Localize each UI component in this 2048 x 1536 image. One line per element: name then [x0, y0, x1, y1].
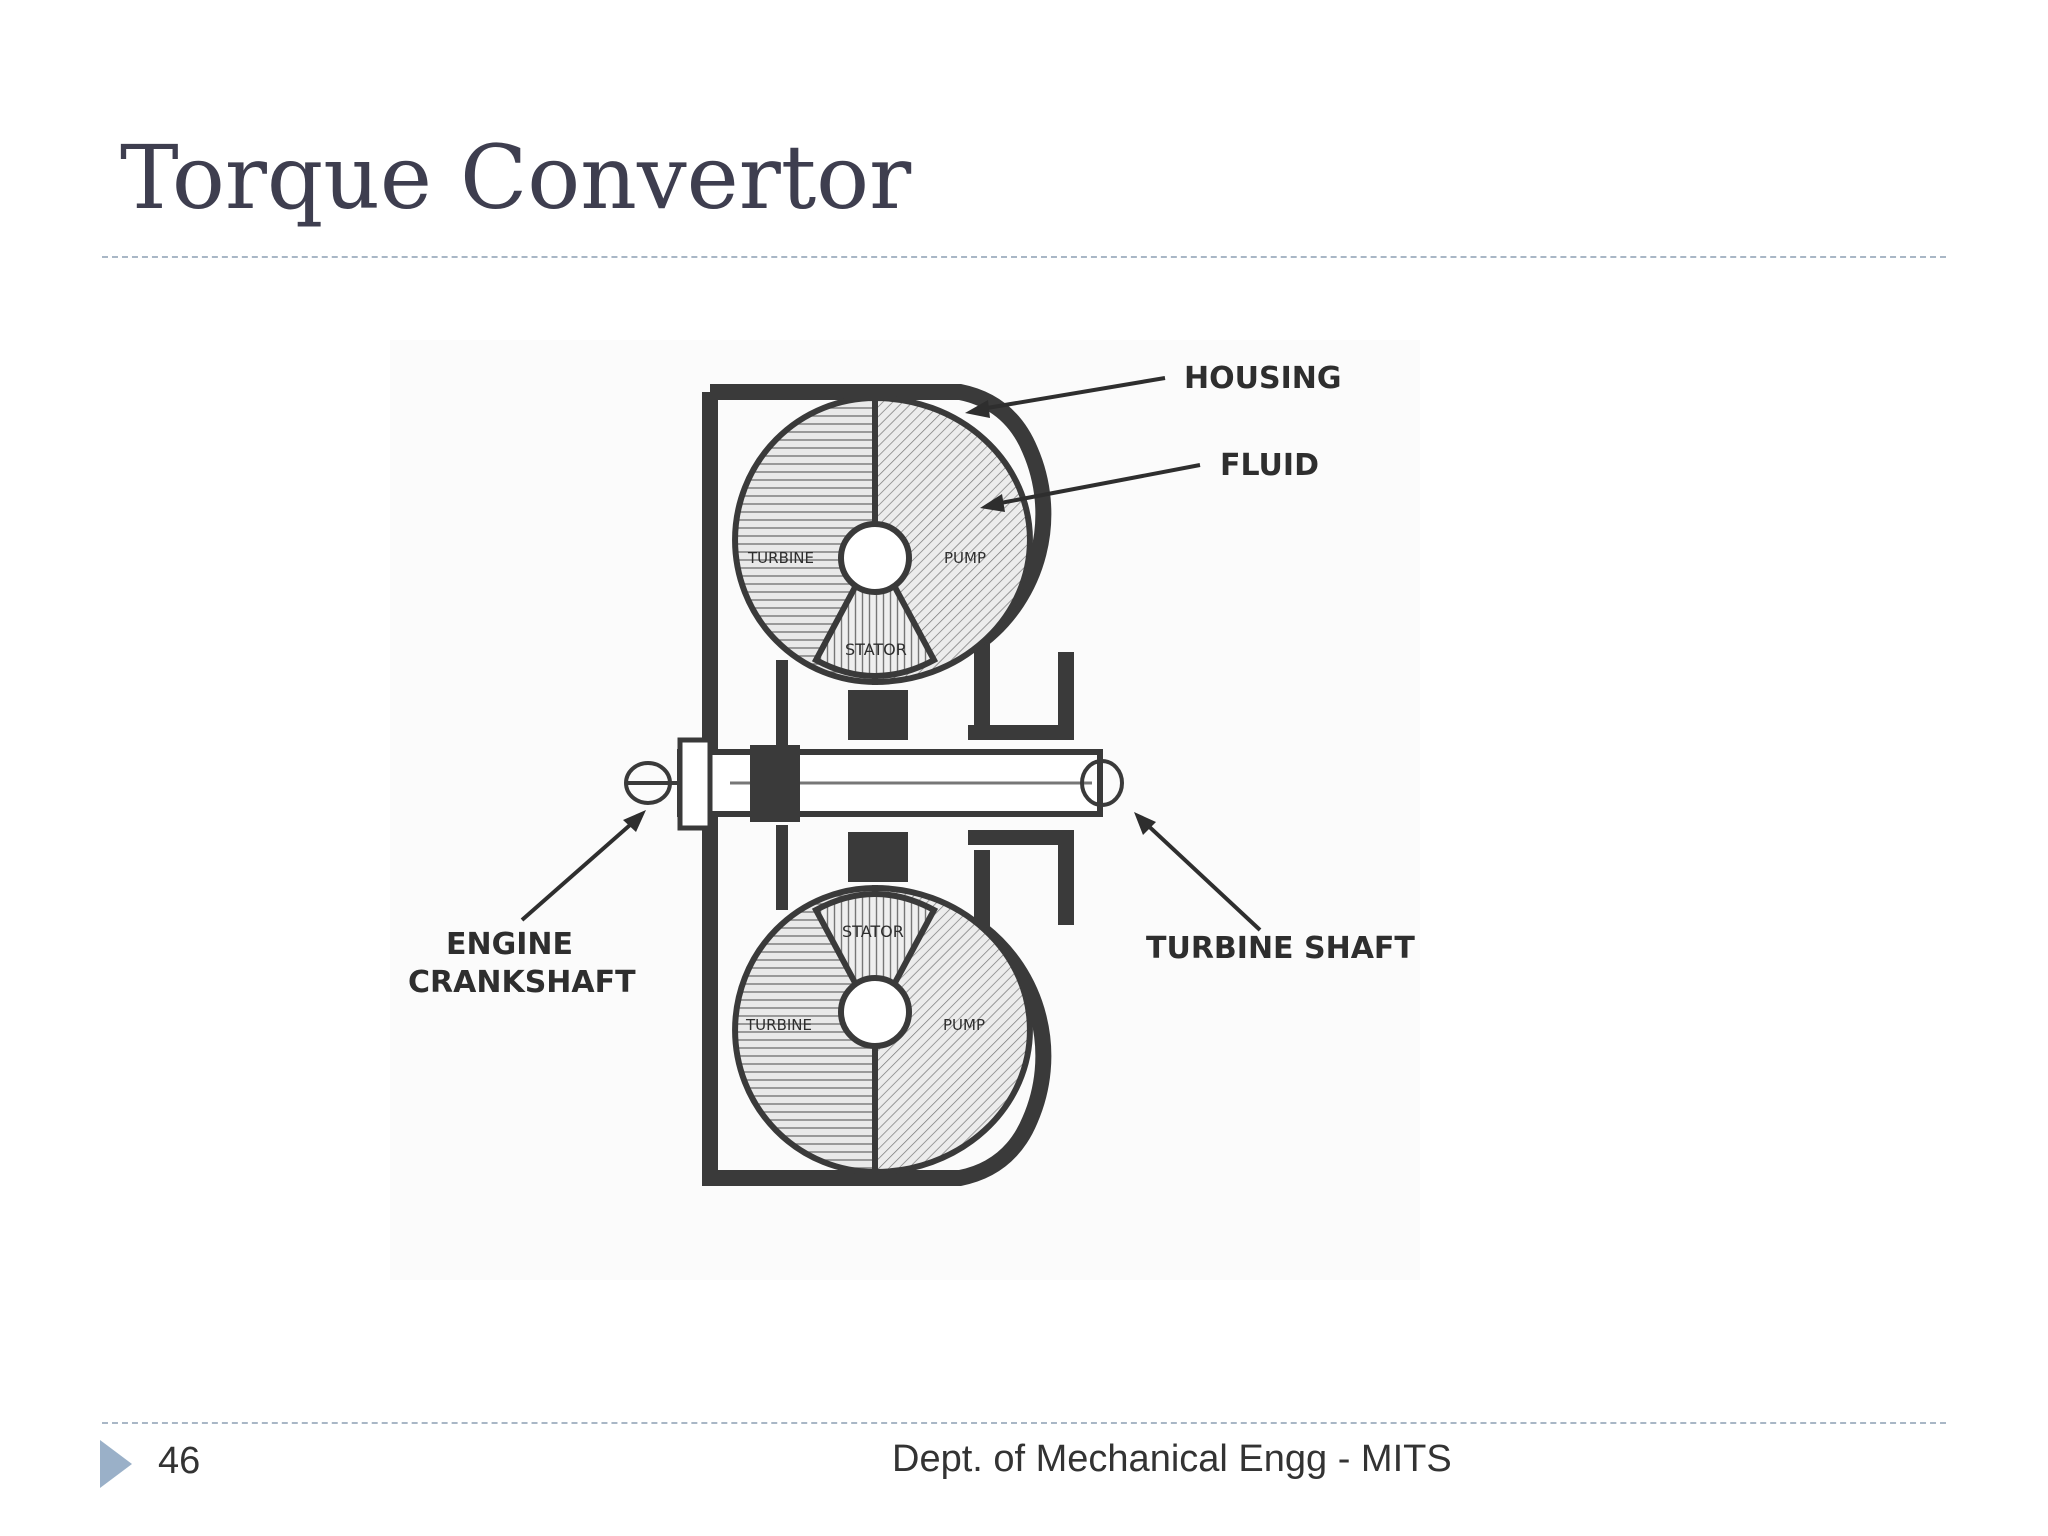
slide-title: Torque Convertor: [120, 126, 912, 229]
upper-stator-label: STATOR: [845, 640, 907, 659]
lower-torus: TURBINE PUMP STATOR: [732, 884, 1033, 1176]
leader-arrows: [520, 376, 1262, 932]
lower-pump-label: PUMP: [943, 1016, 985, 1034]
footer-divider: [102, 1422, 1946, 1424]
turbine-shaft: [624, 737, 1124, 831]
fluid-label: FLUID: [1220, 448, 1319, 483]
stator-hub: [776, 660, 908, 910]
turbine-flange: [968, 652, 1074, 925]
footer-triangle-icon: [100, 1440, 132, 1488]
upper-torus: TURBINE PUMP STATOR: [732, 394, 1033, 686]
housing-label: HOUSING: [1184, 361, 1341, 396]
crankshaft-label: CRANKSHAFT: [408, 965, 636, 1000]
lower-stator-label: STATOR: [842, 922, 904, 941]
lower-turbine-label: TURBINE: [745, 1016, 812, 1034]
title-divider: [102, 256, 1946, 258]
upper-pump-label: PUMP: [944, 549, 986, 567]
torque-converter-diagram: TURBINE PUMP STATOR TURBINE PUMP STATOR: [390, 340, 1420, 1280]
footer-text: Dept. of Mechanical Engg - MITS: [892, 1438, 1452, 1480]
engine-label: ENGINE: [446, 927, 573, 962]
turbine-shaft-label: TURBINE SHAFT: [1146, 931, 1415, 966]
torque-converter-svg: TURBINE PUMP STATOR TURBINE PUMP STATOR: [390, 340, 1420, 1280]
page-number: 46: [158, 1440, 201, 1482]
upper-turbine-label: TURBINE: [747, 549, 814, 567]
